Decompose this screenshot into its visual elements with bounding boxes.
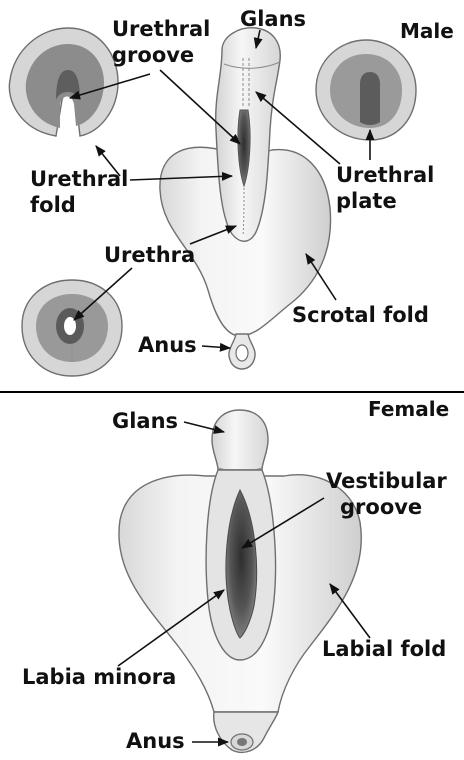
label-scrotal-fold: Scrotal fold — [292, 303, 429, 327]
female-external-genitalia — [119, 410, 361, 752]
label-vestibular-groove-2: groove — [340, 495, 422, 519]
male-panel: Urethral groove Glans Male Urethral fold… — [9, 7, 453, 376]
label-urethra: Urethra — [104, 243, 195, 267]
label-urethral-plate-2: plate — [336, 189, 397, 213]
label-glans-female: Glans — [112, 409, 178, 433]
label-urethral-groove-1: Urethral — [112, 17, 210, 41]
heading-male: Male — [400, 19, 454, 43]
arrow-anus-male — [202, 346, 230, 348]
label-anus-female: Anus — [126, 729, 185, 753]
cross-section-urethra — [22, 280, 122, 376]
label-urethral-fold-1: Urethral — [30, 167, 128, 191]
label-glans-male: Glans — [240, 7, 306, 31]
label-urethral-plate-1: Urethral — [336, 163, 434, 187]
label-vestibular-groove-1: Vestibular — [326, 469, 447, 493]
label-labia-minora: Labia minora — [22, 665, 176, 689]
label-urethral-fold-2: fold — [30, 193, 76, 217]
label-labial-fold: Labial fold — [322, 637, 446, 661]
female-panel: Female Glans Vestibular groove Labial fo… — [22, 397, 449, 753]
heading-female: Female — [368, 397, 449, 421]
label-urethral-groove-2: groove — [112, 43, 194, 67]
cross-section-urethral-plate — [316, 40, 416, 140]
cross-section-urethral-groove — [9, 28, 118, 136]
label-anus-male: Anus — [138, 333, 197, 357]
